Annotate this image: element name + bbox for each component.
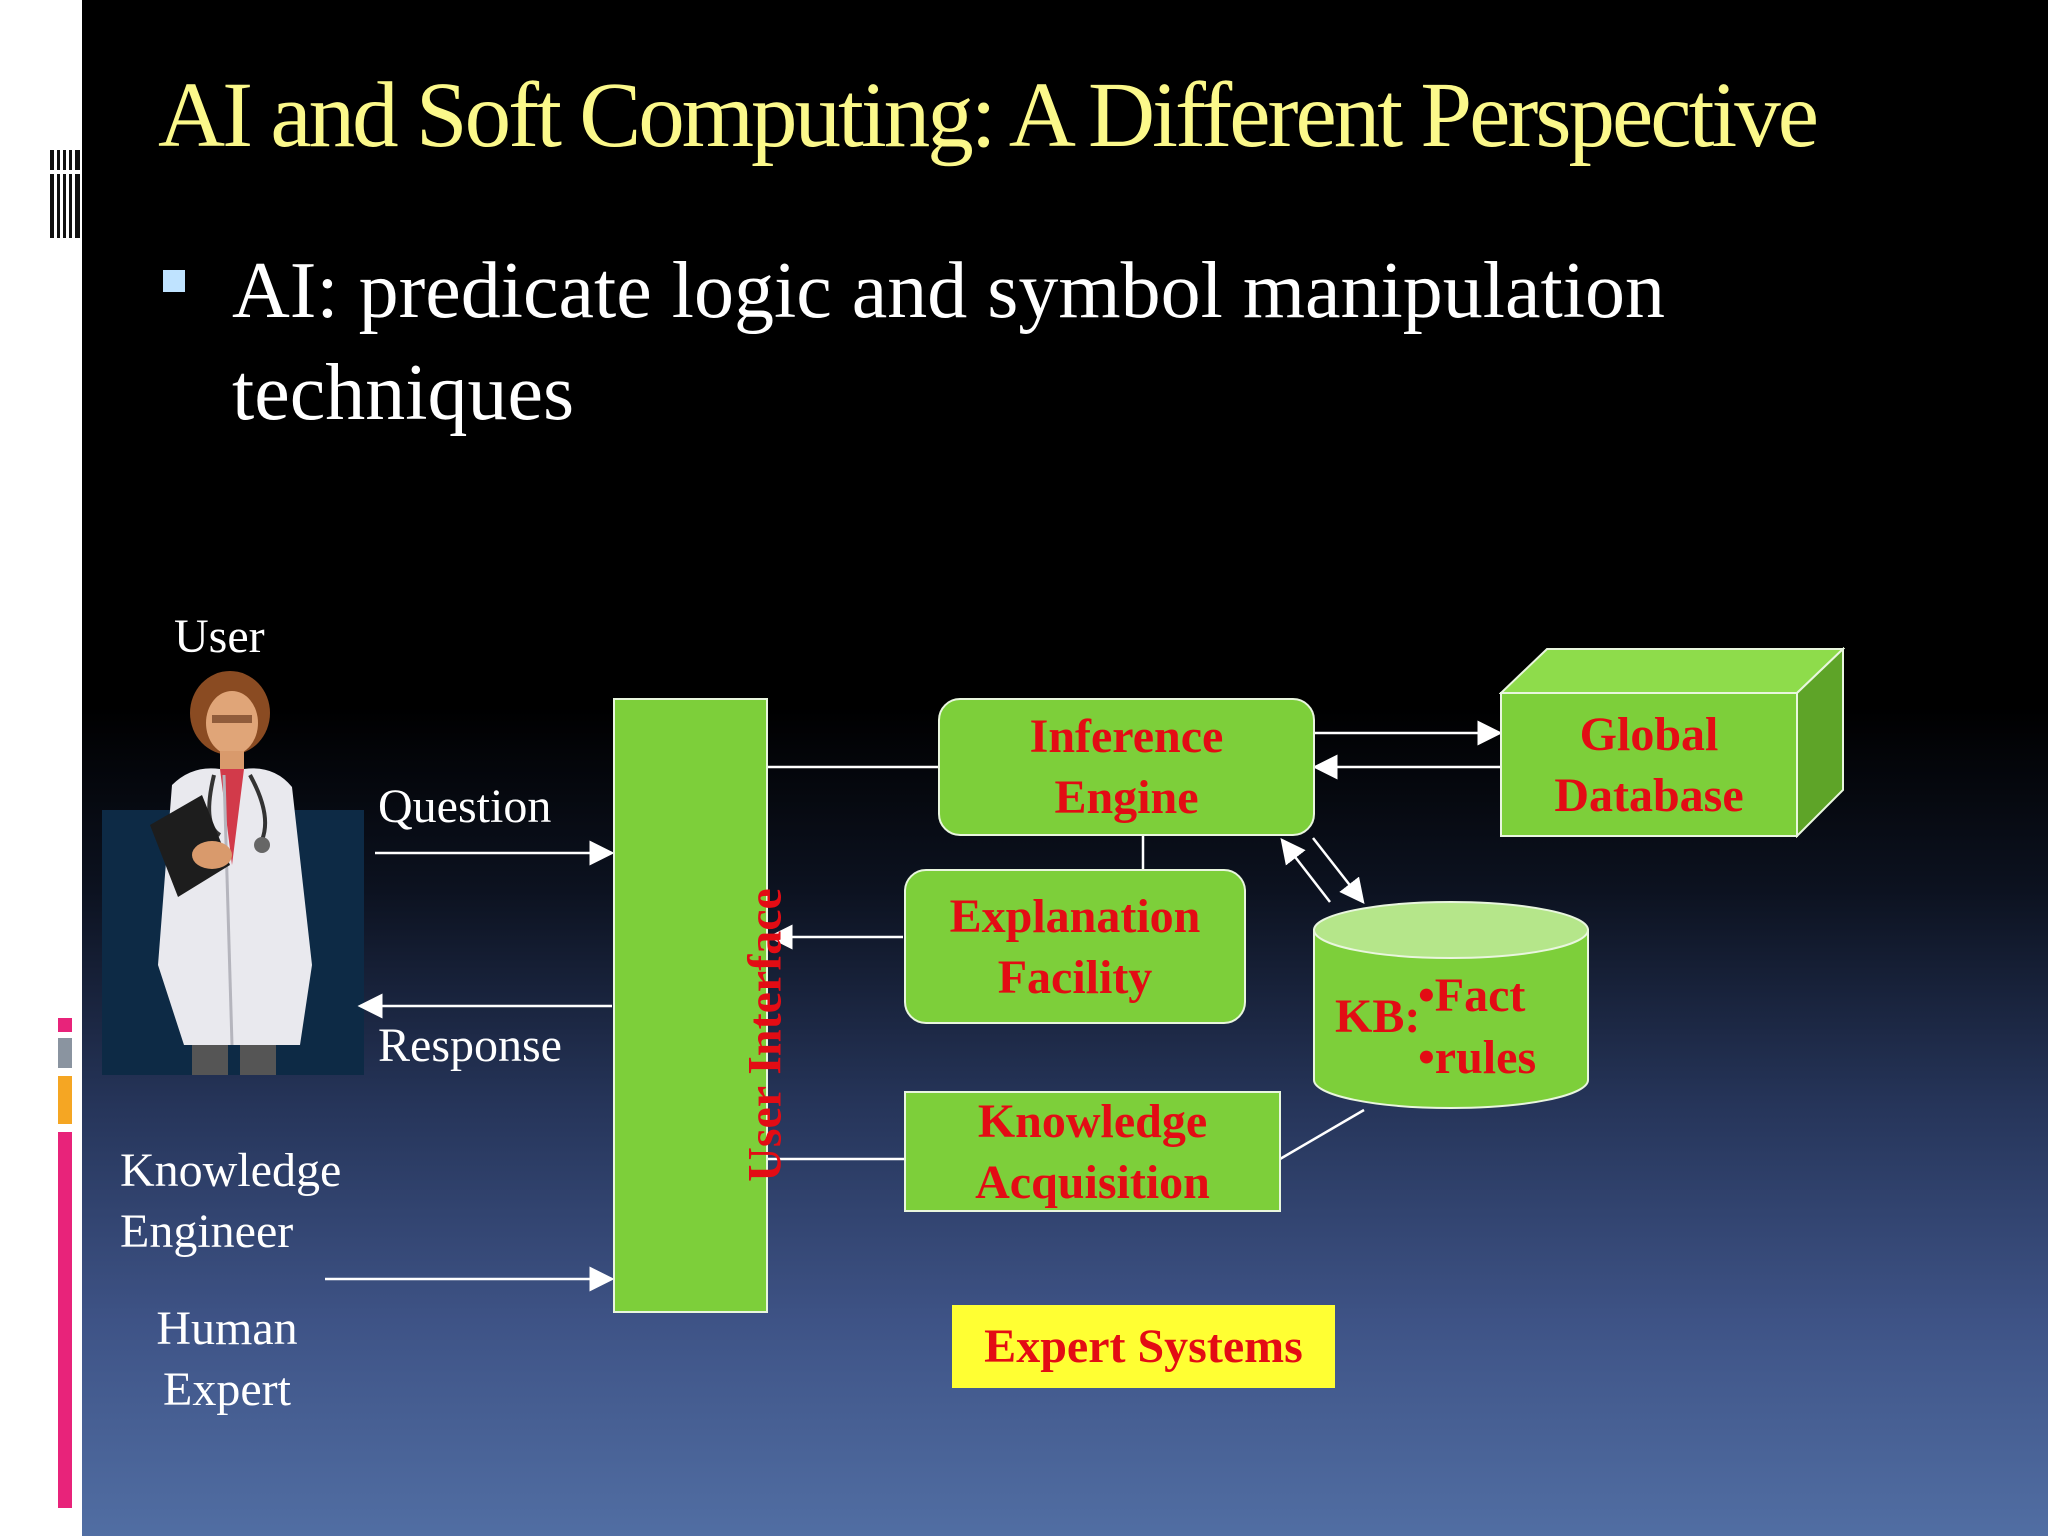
acquisition-kb-line [1279, 1108, 1365, 1161]
slide-title: AI and Soft Computing: A Different Persp… [158, 64, 1819, 167]
global-database-label-line2: Database [1554, 768, 1744, 822]
global-database-label-line1: Global [1579, 707, 1719, 761]
explanation-facility-block: Explanation Facility [904, 869, 1246, 1024]
expert-systems-caption-text: Expert Systems [984, 1320, 1303, 1373]
inference-engine-label-line1: Inference [1029, 710, 1224, 763]
accent-bar-pink [58, 1132, 72, 1508]
global-database-label: Global Database [1501, 693, 1797, 836]
user-interface-label: User Interface [738, 888, 792, 1182]
knowledge-acquisition-block: Knowledge Acquisition [904, 1091, 1281, 1212]
kb-item-fact: •Fact [1418, 969, 1526, 1022]
knowledge-acquisition-label-line1: Knowledge [977, 1094, 1208, 1148]
accent-bar-gray [58, 1038, 72, 1068]
bullet-marker [163, 270, 185, 292]
kb-item-rules: •rules [1418, 1031, 1537, 1084]
question-label: Question [378, 780, 552, 833]
doctor-illustration [102, 665, 364, 1075]
explanation-facility-label-line1: Explanation [949, 889, 1201, 943]
inference-engine-label-line2: Engine [1054, 771, 1199, 824]
explanation-facility-label-line2: Facility [997, 950, 1153, 1004]
human-expert-label: Human Expert [156, 1302, 298, 1416]
knowledge-base-cylinder [1312, 900, 1590, 1110]
accent-bar-orange [58, 1076, 72, 1124]
inference-engine-block: Inference Engine [938, 698, 1315, 836]
user-label: User [174, 610, 265, 663]
kb-to-inference-arrow [1280, 838, 1331, 903]
global-database-block [1498, 646, 1846, 839]
response-label: Response [378, 1019, 562, 1072]
kb-prefix-label: KB: [1335, 990, 1421, 1043]
inference-to-kb-arrow [1312, 837, 1365, 904]
knowledge-engineer-label: Knowledge Engineer [120, 1144, 342, 1258]
knowledge-acquisition-label-line2: Acquisition [975, 1155, 1210, 1209]
accent-bar-pink-small [58, 1018, 72, 1032]
bullet-text: AI: predicate logic and symbol manipulat… [232, 247, 1665, 437]
user-interface-block [613, 698, 768, 1313]
expert-systems-caption: Expert Systems [952, 1305, 1335, 1388]
film-strip-icon [46, 150, 80, 238]
